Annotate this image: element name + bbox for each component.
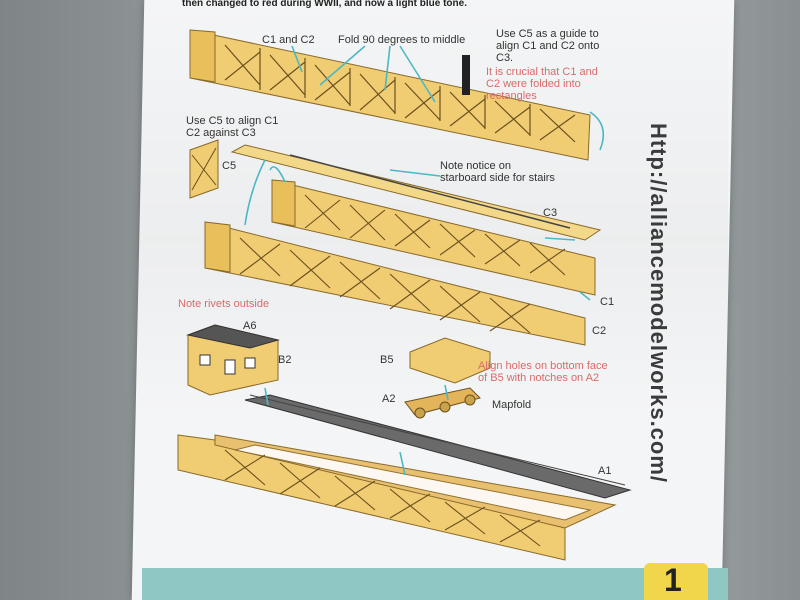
girder-c1 — [271, 179, 596, 296]
label-b2: B2 — [278, 354, 292, 366]
top-text: then changed to red during WWII, and now… — [182, 0, 467, 9]
label-note-rivets: Note rivets outside — [178, 298, 270, 310]
part-a2 — [404, 387, 481, 419]
part-c3-deck — [230, 144, 602, 241]
website-url: Http://alliancemodelworks.com/ — [646, 122, 671, 484]
girder-c1-c2-top — [189, 29, 591, 161]
girder-a1 — [177, 434, 617, 561]
part-a6-building — [186, 324, 280, 396]
label-a2: A2 — [382, 393, 396, 405]
part-b5 — [409, 337, 491, 384]
label-c5: C5 — [222, 160, 237, 172]
part-c5 — [189, 139, 219, 199]
label-align-holes: Align holes on bottom face of B5 with no… — [478, 360, 608, 384]
label-use-c5-guide: Use C5 as a guide to align C1 and C2 ont… — [496, 28, 600, 64]
girder-c2 — [204, 221, 586, 346]
label-c1: C1 — [600, 296, 615, 308]
label-mapfold: Mapfold — [492, 399, 532, 411]
footer-strip — [142, 568, 728, 600]
label-b5: B5 — [380, 354, 394, 366]
label-c2: C2 — [592, 325, 607, 337]
page-number: 1 — [664, 562, 682, 598]
label-c3: C3 — [543, 207, 558, 219]
part-b2-walkway — [244, 394, 632, 499]
guide-arrows — [244, 45, 605, 476]
label-c1-c2: C1 and C2 — [262, 34, 315, 46]
page-tab — [644, 563, 708, 600]
label-a1: A1 — [598, 465, 612, 477]
label-use-c5-align: Use C5 to align C1 C2 against C3 — [186, 115, 279, 139]
label-a6: A6 — [243, 320, 257, 332]
label-crucial: It is crucial that C1 and C2 were folded… — [486, 66, 598, 102]
label-note-notice: Note notice on starboard side for stairs — [440, 160, 555, 184]
c5-guide-swatch — [462, 55, 470, 95]
label-fold: Fold 90 degrees to middle — [338, 34, 466, 46]
